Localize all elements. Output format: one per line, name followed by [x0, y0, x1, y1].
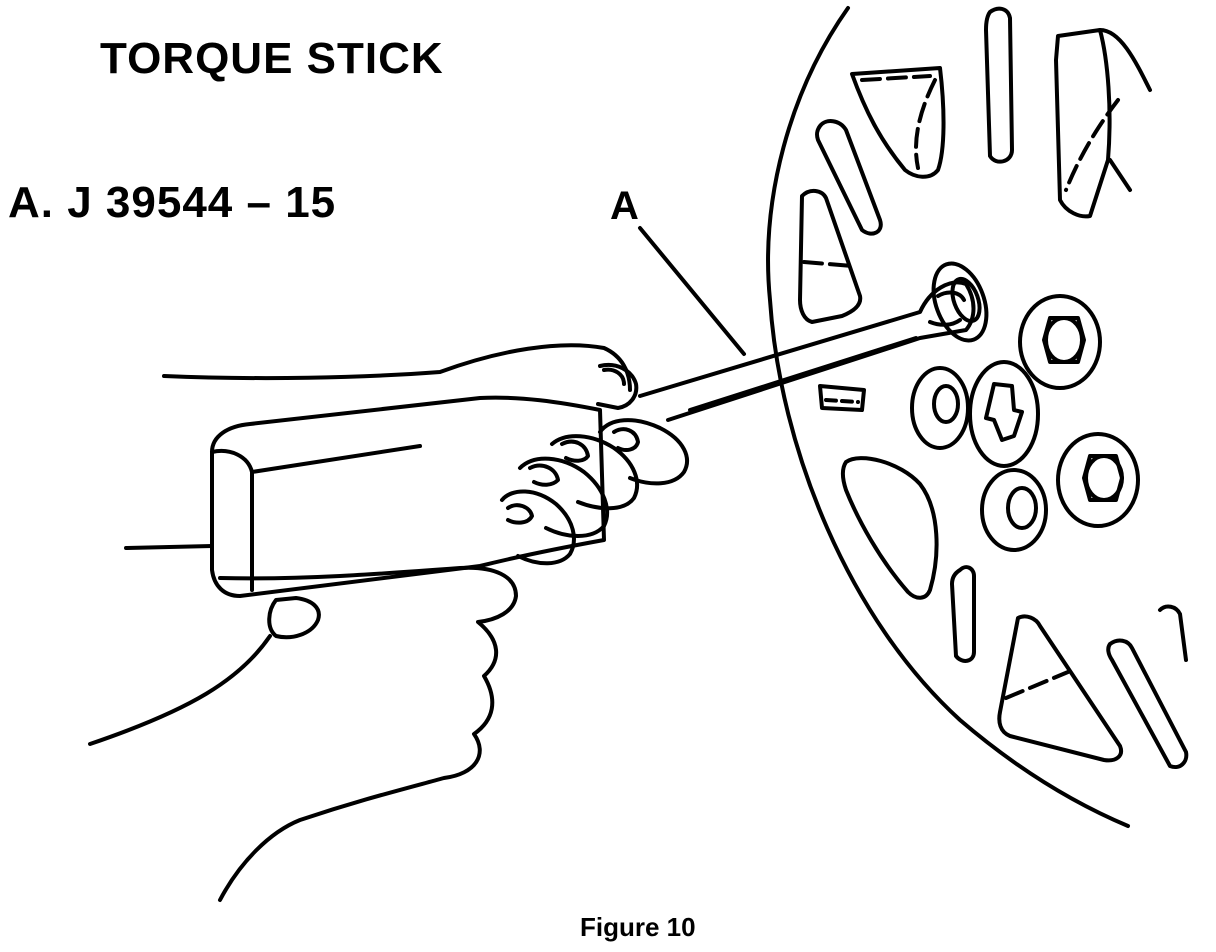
callout-leader-line — [638, 226, 746, 356]
hand-index-fingernail — [602, 367, 626, 386]
hand-fingernail — [506, 503, 534, 525]
spoke-opening-inner-dash — [1064, 98, 1120, 192]
torque-wrench-body — [210, 395, 606, 598]
hand-finger — [550, 434, 640, 511]
part-label: A. J 39544 – 15 — [8, 178, 337, 227]
hand-palm-lower — [218, 565, 518, 902]
spoke-opening-inner-dash — [802, 260, 854, 268]
hand — [88, 343, 689, 902]
hand-finger — [500, 489, 576, 566]
lug-nut — [980, 468, 1048, 552]
hand-fingernail — [528, 463, 560, 487]
spoke-opening-inner-dash — [860, 74, 937, 170]
spoke-opening — [850, 66, 946, 179]
torque-stick — [638, 280, 976, 422]
hand-back-outline — [162, 343, 632, 392]
spoke-slot-dash — [824, 398, 860, 404]
torque-stick-shaft — [638, 280, 976, 422]
lug-nut — [1056, 432, 1140, 528]
center-cap-emblem — [984, 382, 1024, 442]
spoke-slot — [984, 6, 1014, 164]
wrench-body-front-face — [210, 449, 254, 592]
wrench-body-outline — [210, 395, 606, 598]
lug-nut — [910, 366, 970, 450]
figure-caption: Figure 10 — [580, 912, 696, 942]
spoke-slot — [1106, 638, 1189, 769]
hand-wrist-line — [124, 544, 214, 550]
hand-fingernail — [560, 439, 590, 463]
callout-letter: A — [610, 184, 639, 228]
hand-fingernail — [612, 427, 640, 452]
torque-stick-socket — [928, 290, 966, 327]
spoke-slot — [950, 565, 976, 663]
spoke-slot — [818, 384, 866, 412]
hand-index-finger — [596, 363, 639, 410]
torque-stick-shaft-highlight — [688, 336, 918, 412]
wheel-rim — [766, 6, 1130, 828]
spoke-opening — [841, 456, 939, 600]
hand-finger — [518, 456, 610, 538]
lug-nut — [1018, 294, 1102, 390]
center-cap — [968, 360, 1040, 468]
wrench-body-top-edge — [250, 444, 422, 474]
spoke-slot — [814, 119, 883, 236]
spoke-opening-inner-dash — [1004, 670, 1070, 700]
spoke-opening — [798, 189, 863, 324]
spoke-opening — [997, 614, 1123, 763]
spoke-opening-edge — [1098, 28, 1152, 192]
wheel — [766, 6, 1189, 828]
hand-finger — [598, 418, 689, 486]
hand-thumb-tip — [267, 596, 321, 640]
spoke-slot-edge — [1158, 604, 1188, 662]
hand-wrist-lower — [88, 634, 272, 746]
figure-title: TORQUE STICK — [100, 34, 444, 83]
